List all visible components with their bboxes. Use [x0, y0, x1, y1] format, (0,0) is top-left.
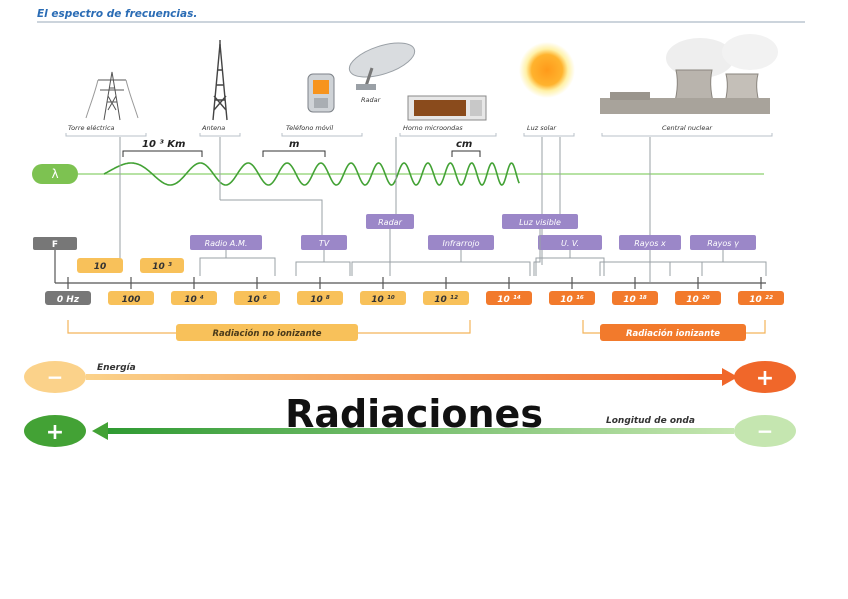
sun-icon — [519, 42, 575, 98]
band-label-radio-am: Radio A.M. — [205, 239, 248, 248]
band-label-tv: TV — [319, 239, 330, 248]
upper-tick-1e3 — [140, 258, 184, 273]
axis-tick-label: 10 ⁸ — [310, 295, 330, 305]
microwave-oven-icon — [407, 95, 487, 121]
axis-tick-badge — [171, 291, 217, 305]
axis-tick-label: 10 ⁴ — [184, 295, 204, 305]
axis-tick-badge — [675, 291, 721, 305]
sources-row: Radar Torre eléctrica Antena Teléfono mó… — [65, 34, 778, 137]
wavelength-row: + Longitud de onda − — [24, 415, 796, 447]
source-label-microwave: Horno microondas — [403, 124, 463, 132]
band-radio-am — [190, 235, 262, 250]
non-ionizing-badge — [176, 324, 358, 341]
wavelength-label: Longitud de onda — [606, 416, 695, 426]
upper-tick-1e3-label: 10 ³ — [152, 262, 172, 272]
axis-tick-badge — [738, 291, 784, 305]
band-label-gamma: Rayos γ — [707, 239, 740, 248]
band-visible — [502, 214, 578, 229]
band-label-xrays: Rayos x — [634, 239, 666, 248]
band-label-radar: Radar — [378, 218, 402, 227]
mobile-phone-icon — [307, 73, 335, 113]
nuclear-plant-icon — [600, 34, 778, 114]
axis-tick-label: 10 ²⁰ — [686, 295, 710, 305]
upper-tick-10 — [77, 258, 123, 273]
non-ionizing-label: Radiación no ionizante — [213, 328, 322, 339]
energy-arrow-head — [722, 368, 738, 386]
wavelength-minus-badge — [734, 415, 796, 447]
energy-minus-symbol: − — [47, 365, 64, 389]
ionizing-label: Radiación ionizante — [626, 328, 720, 339]
axis-ticks: 0 Hz 100 10 ⁴ 10 ⁶ 10 ⁸ 10 ¹⁰ 10 ¹² 10 ¹⁴ 10 ¹⁶ 1… — [45, 277, 784, 305]
antenna-icon — [212, 40, 228, 121]
wave-row: λ 10 ³ Km m cm — [32, 139, 764, 186]
band-infrared — [428, 235, 494, 250]
frequency-badge-label: F — [52, 240, 58, 250]
wavelength-plus-badge — [24, 415, 86, 447]
band-xrays — [619, 235, 681, 250]
energy-label: Energía — [97, 363, 136, 373]
axis-tick-label: 10 ²² — [749, 295, 773, 305]
axis-tick-badge — [549, 291, 595, 305]
axis-tick-label: 0 Hz — [57, 295, 80, 305]
axis-tick-label: 10 ¹⁰ — [371, 295, 395, 305]
energy-plus-badge — [734, 361, 796, 393]
axis-tick-badge — [423, 291, 469, 305]
band-range-brackets — [199, 229, 767, 276]
radar-label: Radar — [361, 96, 382, 104]
ionizing-badge — [600, 324, 746, 341]
band-labels: Radio A.M. TV Radar Infrarrojo Luz visib… — [190, 214, 756, 250]
axis-tick-label: 10 ¹⁸ — [623, 295, 647, 305]
band-uv — [538, 235, 602, 250]
source-label-antenna: Antena — [201, 124, 225, 132]
band-label-visible: Luz visible — [519, 218, 561, 227]
upper-tick-10-label: 10 — [94, 262, 107, 272]
radar-dish-icon: Radar — [348, 42, 416, 104]
scale-bracket-cm — [451, 150, 481, 157]
source-brackets — [65, 133, 773, 137]
band-tv — [301, 235, 347, 250]
energy-row: − Energía + — [24, 361, 796, 393]
source-label-tower: Torre eléctrica — [68, 124, 115, 132]
page-title: El espectro de frecuencias. — [37, 8, 197, 20]
scale-bracket-m — [262, 150, 326, 157]
axis-tick-badge — [297, 291, 343, 305]
band-radar — [366, 214, 414, 229]
axis-tick-badge — [360, 291, 406, 305]
axis-tick-badge — [486, 291, 532, 305]
axis-tick-badge — [612, 291, 658, 305]
source-label-mobile: Teléfono móvil — [286, 124, 333, 132]
band-label-uv: U. V. — [561, 239, 579, 248]
axis-tick-badge — [234, 291, 280, 305]
band-label-infrared: Infrarrojo — [442, 239, 479, 248]
source-label-sun: Luz solar — [527, 124, 557, 132]
lambda-symbol: λ — [51, 167, 58, 181]
source-label-nuclear: Central nuclear — [662, 124, 713, 132]
axis-tick-badge — [108, 291, 154, 305]
scale-bracket-km — [122, 150, 203, 157]
axis-tick-label: 100 — [122, 295, 141, 305]
power-tower-icon — [85, 71, 139, 121]
axis-tick-label: 10 ¹⁶ — [560, 295, 584, 305]
lambda-badge — [32, 164, 78, 184]
frequency-badge — [33, 237, 77, 250]
axis-tick-label: 10 ¹² — [434, 295, 458, 305]
band-gamma — [690, 235, 756, 250]
axis-tick-label: 10 ¹⁴ — [497, 295, 521, 305]
wavelength-minus-symbol: − — [757, 419, 774, 443]
scale-label-cm: cm — [456, 139, 472, 150]
wavelength-plus-symbol: + — [46, 420, 64, 445]
wavelength-arrow-head — [92, 422, 108, 440]
energy-plus-symbol: + — [756, 366, 774, 391]
axis-tick-label: 10 ⁶ — [247, 295, 267, 305]
scale-label-km: 10 ³ Km — [142, 139, 185, 150]
scale-label-m: m — [289, 139, 299, 150]
energy-arrow-shaft — [86, 374, 722, 380]
wavelength-arrow-shaft — [108, 428, 734, 434]
axis-tick-badge — [45, 291, 91, 305]
energy-minus-badge — [24, 361, 86, 393]
wave-line — [103, 162, 520, 186]
